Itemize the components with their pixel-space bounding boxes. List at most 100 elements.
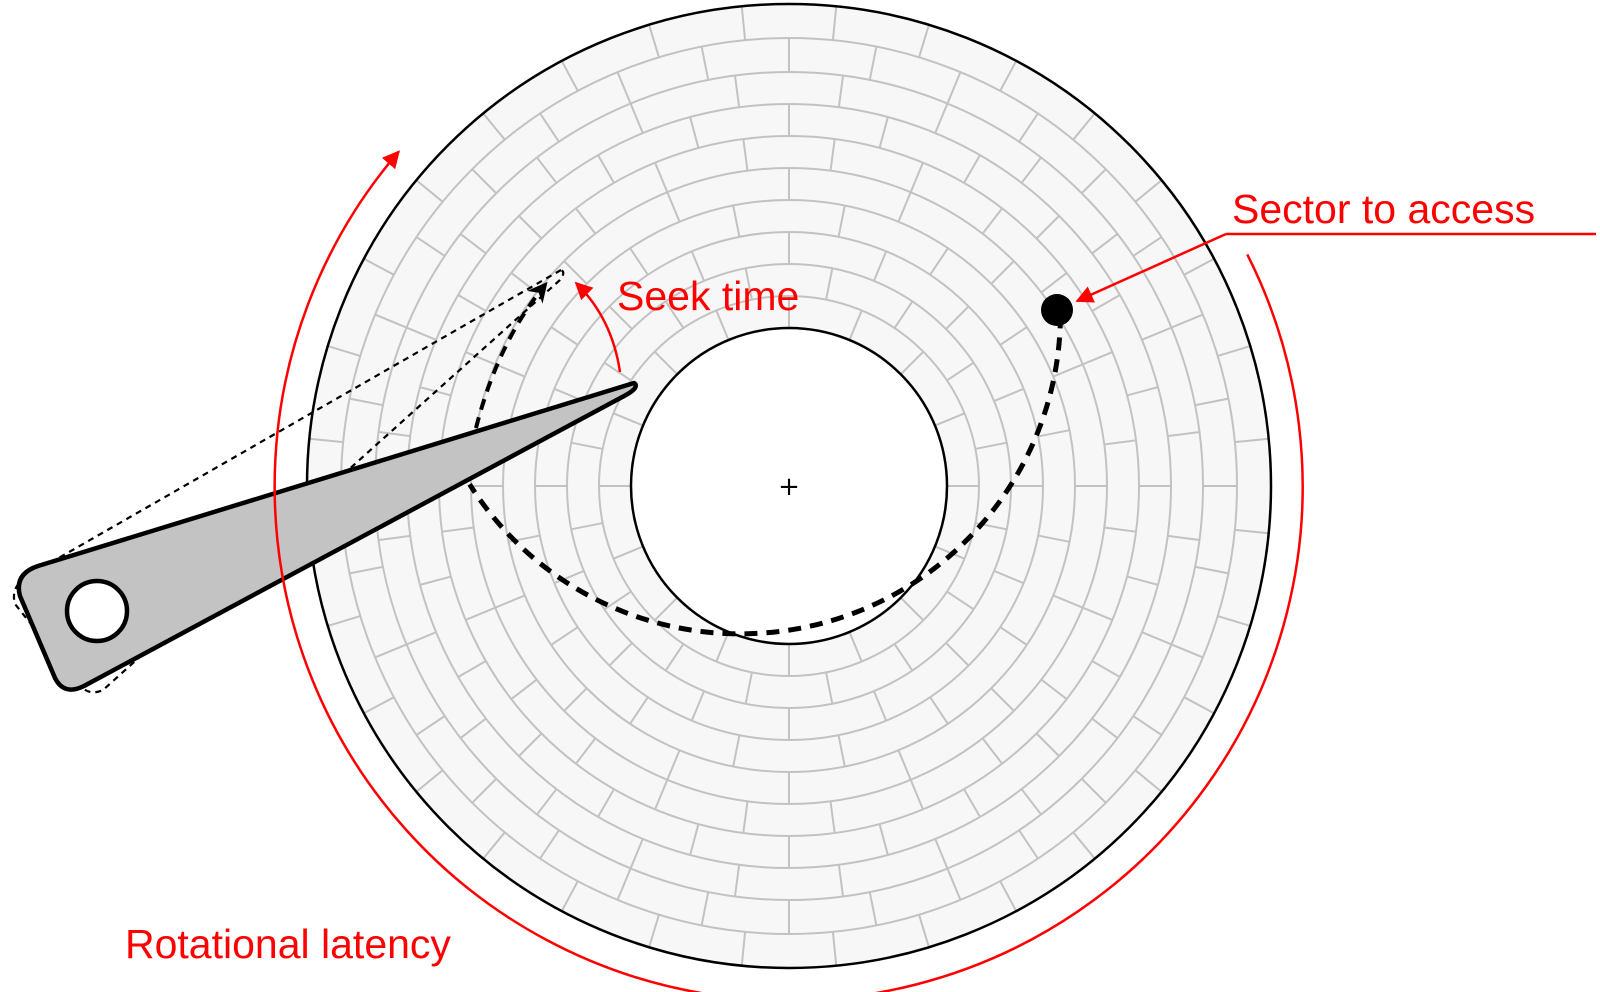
sector-divider [494,363,526,378]
sector-divider [742,801,749,834]
sector-divider [1183,696,1215,715]
sector-divider [909,162,924,193]
sector-divider [897,191,912,223]
sector-divider [1081,778,1107,804]
sector-divider [1141,326,1172,341]
sector-divider [1091,660,1121,678]
sector-divider [415,715,446,736]
sector-divider [918,24,930,58]
sector-divider [563,687,588,712]
sector-divider [597,788,615,818]
sector-divider [441,526,474,533]
sector-divider [1020,788,1042,816]
sector-divider [900,597,925,622]
sector-divider [946,590,975,611]
sector-divider [690,690,705,722]
sector-divider [536,156,558,184]
sector-divider [471,778,497,804]
sector-divider [878,823,889,856]
sector-divider [945,305,970,330]
sector-callout-pointer [1075,232,1227,303]
sector-divider [666,191,681,223]
sector-divider [999,626,1028,646]
sector-divider [415,179,444,203]
sector-divider [873,690,888,722]
sector-divider [518,732,543,757]
sector-divider [825,268,834,300]
sector-divider [829,138,836,171]
sector-divider [1194,397,1229,407]
sector-divider [653,350,678,375]
sector-divider [560,880,579,912]
arm-pivot-icon [64,578,130,644]
sector-divider [1072,112,1096,141]
sector-divider [929,247,949,276]
sector-divider [629,103,644,134]
sector-divider [689,116,700,149]
sector-divider [929,696,949,725]
sector-divider [868,891,878,926]
sector-divider [1052,363,1084,378]
sector-divider [459,233,487,255]
sector-divider [700,46,710,81]
sector-divider [715,310,730,341]
sector-divider [550,626,579,646]
sector-divider [575,737,597,765]
sector-divider [1126,575,1159,586]
sector-divider [742,138,749,171]
sector-divider [732,205,741,238]
sector-divider [848,631,863,662]
sector-divider [1037,429,1070,438]
sector-divider [1132,236,1163,257]
sector-divider [897,749,912,781]
sector-divider [1035,215,1060,240]
sector-divider [1171,643,1204,659]
sector-divider [990,687,1015,712]
sector-dividers [309,6,1269,966]
sector-divider [629,696,649,725]
sector-divider [837,205,846,238]
sector-divider [999,880,1018,912]
sector-divider [893,643,914,672]
target-sector-icon [1041,294,1073,326]
sector-divider [1104,526,1137,533]
sector-divider [740,931,747,966]
rotational-latency-arc [273,150,1304,992]
sector-divider [873,250,888,282]
sector-divider [744,268,753,300]
sector-divider [327,345,361,357]
sector-divider [1183,257,1215,276]
rotational-latency-label: Rotational latency [125,921,451,967]
sector-divider [482,831,506,860]
sector-divider [648,914,660,948]
sector-divider [934,545,965,560]
sector-divider [571,441,603,450]
sector-divider [732,734,741,767]
sector-divider [575,207,597,235]
sector-divider [993,570,1025,585]
sector-divider [459,717,487,739]
sector-divider [1082,606,1113,621]
sector-divider [654,162,669,193]
sector-divider [825,672,834,704]
sector-divider [831,6,838,41]
sector-divider [415,236,446,257]
sector-divider [1141,631,1172,646]
sector-divider [999,326,1028,346]
sector-divider [981,207,1003,235]
sector-divider [1037,534,1070,543]
sector-divider [608,642,633,667]
sector-divider [848,310,863,341]
sector-divider [664,643,685,672]
sector-divider [1020,156,1042,184]
sector-divider [868,46,878,81]
sector-divider [1018,112,1039,143]
sector-divider [616,868,632,901]
sector-divider [837,75,845,108]
sector-divider [616,71,632,104]
sector-divider [550,326,579,346]
sector-divider [608,305,633,330]
sector-divider [363,696,395,715]
sector-divider [689,823,700,856]
